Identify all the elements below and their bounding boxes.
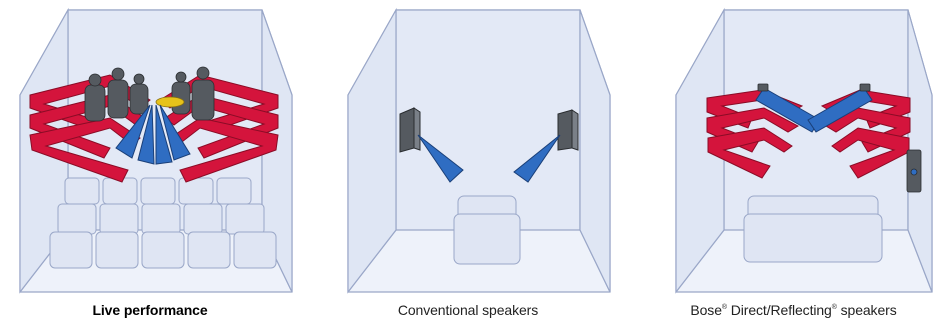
caption-tail: speakers — [836, 302, 897, 318]
panel-caption: Live performance — [92, 302, 208, 318]
seat-icon — [743, 195, 883, 263]
seat-icon — [453, 195, 521, 265]
bose-speakers-diagram — [675, 7, 933, 294]
seat-rows — [49, 177, 277, 269]
direct-sound-blue-icon — [755, 87, 873, 133]
room-icon — [347, 7, 611, 294]
registered-mark: ® — [721, 304, 727, 311]
musicians-icon — [84, 66, 215, 122]
direct-sound-blue-icon — [417, 134, 561, 183]
brand-name: Bose — [690, 302, 722, 318]
live-performance-diagram — [19, 7, 293, 294]
speaker-icon — [757, 83, 922, 193]
speaker-icon — [557, 109, 579, 151]
panel-caption: Bose® Direct/Reflecting® speakers — [652, 302, 935, 318]
panel-bose-direct-reflecting: Bose® Direct/Reflecting® speakers — [652, 0, 935, 331]
speaker-icon — [399, 107, 421, 153]
caption-middle: Direct/Reflecting — [726, 302, 832, 318]
panel-caption: Conventional speakers — [397, 302, 539, 318]
direct-sound-blue-icon — [115, 104, 191, 165]
panel-conventional-speakers: Conventional speakers — [318, 0, 618, 331]
panel-live-performance: Live performance — [0, 0, 300, 331]
conventional-speakers-diagram — [347, 7, 611, 294]
registered-mark: ® — [831, 304, 837, 311]
